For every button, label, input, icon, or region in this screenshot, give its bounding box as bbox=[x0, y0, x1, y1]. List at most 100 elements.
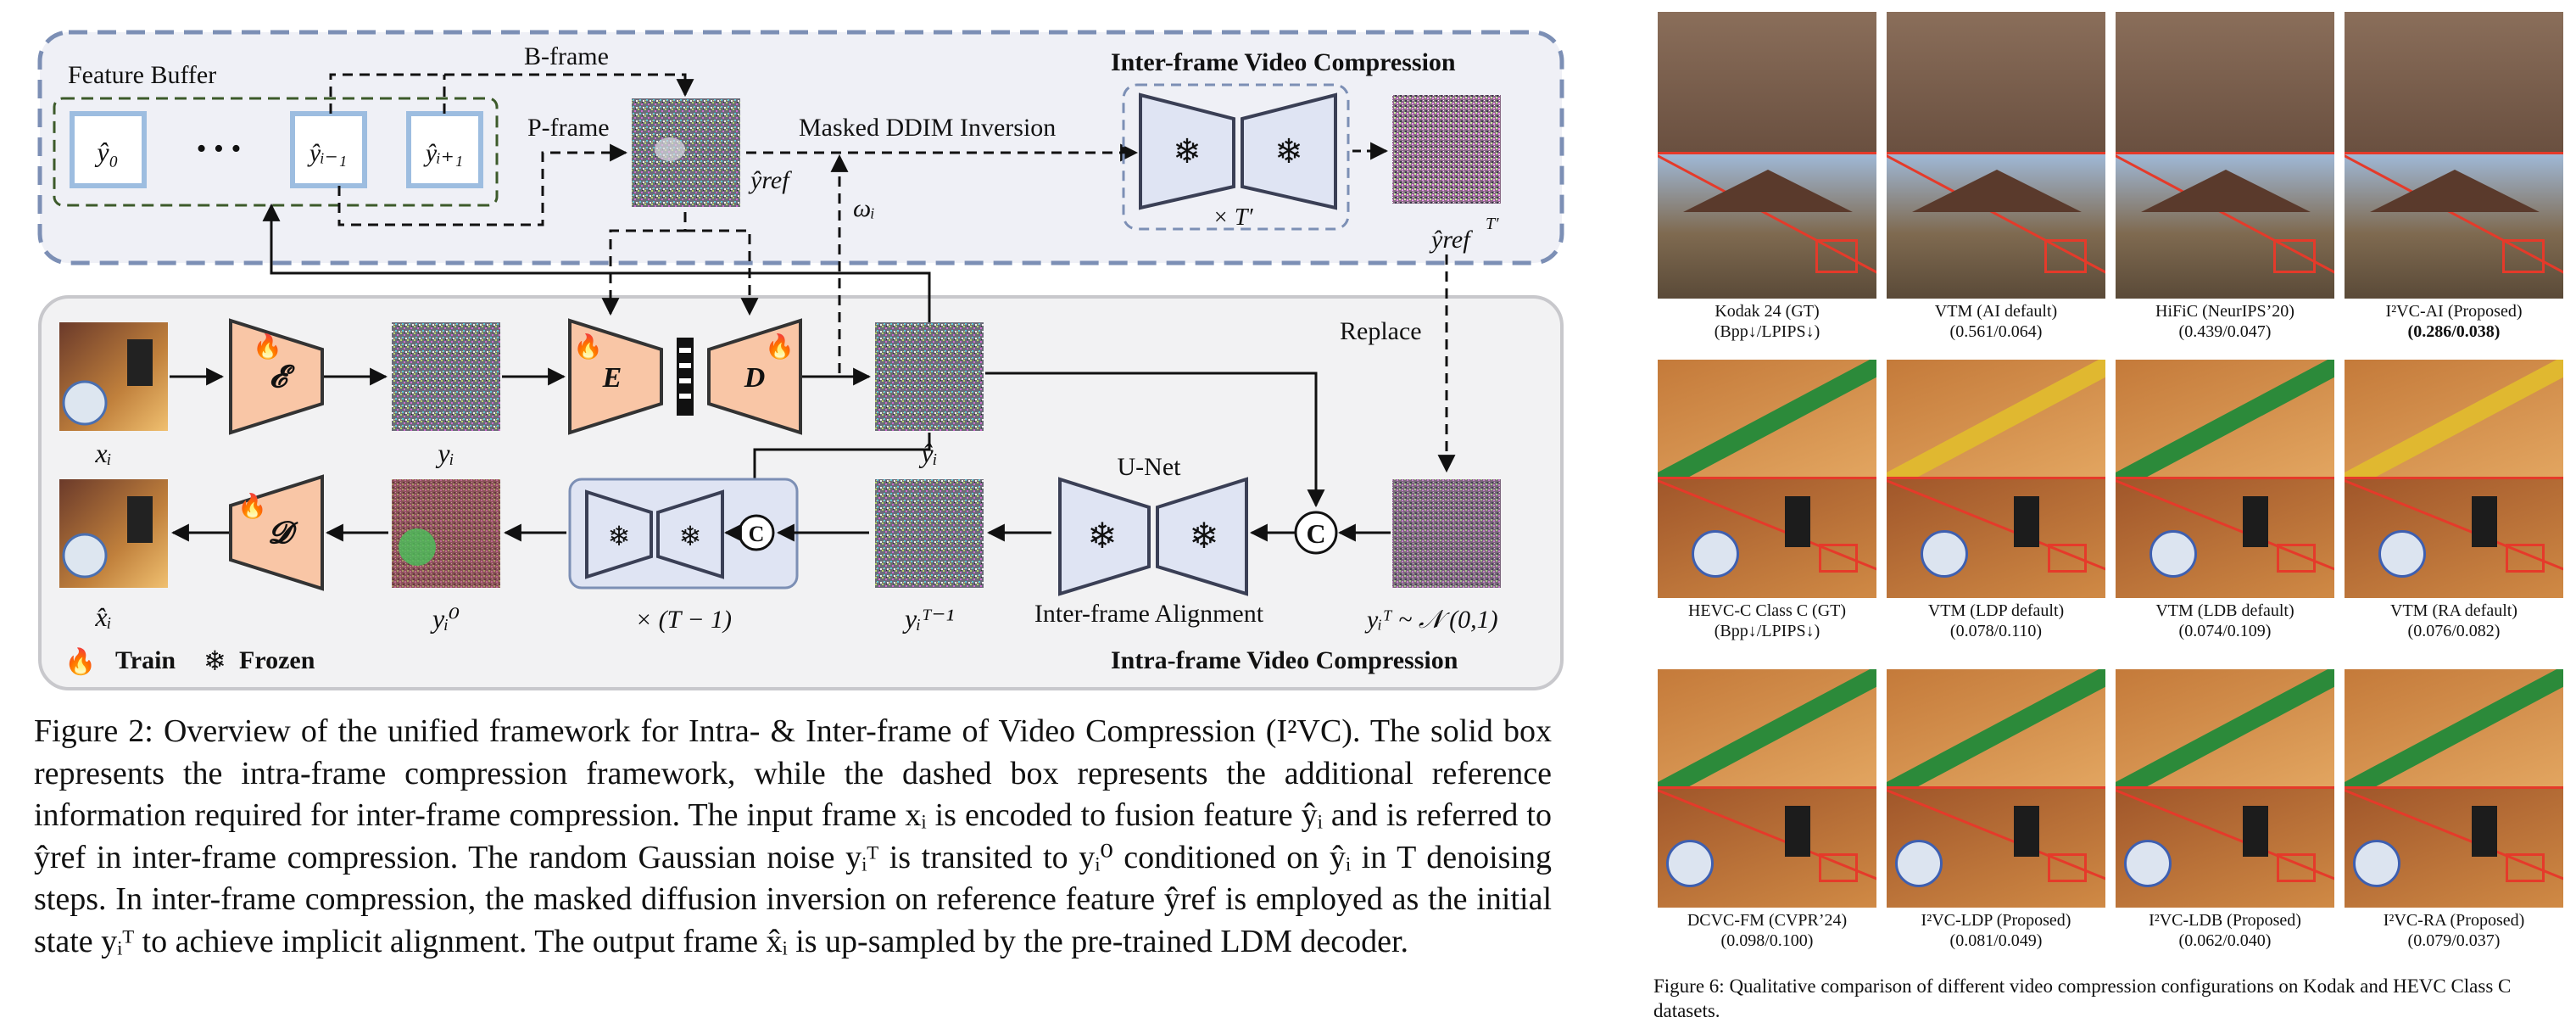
times-t1-label: × (T − 1) bbox=[635, 606, 732, 634]
method-label: I²VC-RA (Proposed) bbox=[2383, 911, 2525, 930]
zoom-region-box bbox=[1819, 544, 1858, 573]
metric-label: (0.081/0.049) bbox=[1949, 931, 2043, 950]
court-line bbox=[2116, 669, 2334, 786]
xhat-i-label: x̂ᵢ bbox=[94, 601, 111, 632]
house-roof bbox=[2370, 170, 2540, 212]
method-label: I²VC-AI (Proposed) bbox=[2385, 302, 2523, 321]
yhat-i-image bbox=[875, 322, 984, 431]
player bbox=[2472, 496, 2497, 547]
zoom-region-box bbox=[1819, 853, 1858, 882]
y-iT1-label: yᵢᵀ⁻¹ bbox=[902, 603, 954, 634]
y-i-image bbox=[392, 322, 500, 431]
yhat-to-buffer bbox=[262, 203, 931, 322]
intra-frame-title: Intra-frame Video Compression bbox=[1111, 646, 1458, 674]
inter-alignment-label: Inter-frame Alignment bbox=[1034, 600, 1264, 628]
full-frame-image bbox=[1658, 477, 1876, 598]
buffer-y0-box bbox=[70, 111, 147, 188]
y-ref-tprime-label: ŷref bbox=[1429, 226, 1473, 254]
inter-frame-panel bbox=[37, 30, 1564, 265]
fire-icon: 🔥 bbox=[573, 333, 603, 361]
y-ref-to-D bbox=[685, 229, 759, 316]
metric-label: (0.078/0.110) bbox=[1949, 622, 2043, 640]
zoom-crop-image bbox=[2116, 12, 2334, 152]
method-label: VTM (LDB default) bbox=[2155, 601, 2294, 620]
y-ref-to-E bbox=[601, 212, 687, 316]
metric-label: (0.098/0.100) bbox=[1720, 931, 1814, 950]
fire-icon: 🔥 bbox=[765, 333, 795, 361]
bitstream-bit bbox=[679, 378, 691, 383]
player bbox=[2014, 806, 2039, 857]
y-iT-label: yᵢᵀ ~ 𝒩 (0,1) bbox=[1364, 606, 1498, 634]
player bbox=[127, 496, 153, 543]
court-line bbox=[1887, 360, 2105, 477]
ball bbox=[1921, 530, 1968, 578]
ball bbox=[2149, 530, 2197, 578]
player bbox=[1785, 806, 1810, 857]
player bbox=[2243, 806, 2268, 857]
method-label: HiFiC (NeurIPS’20) bbox=[2155, 302, 2294, 321]
zoom-crop-image bbox=[2345, 360, 2563, 477]
y-ref-tprime-image bbox=[1392, 95, 1501, 204]
court-line bbox=[2345, 669, 2563, 786]
concat-left-label: C bbox=[749, 522, 765, 546]
full-frame-image bbox=[2116, 477, 2334, 598]
zoom-crop-image bbox=[1658, 360, 1876, 477]
figure2-caption-text: Overview of the unified framework for In… bbox=[34, 713, 1552, 959]
y-ref-tprime-sup: T′ bbox=[1486, 215, 1499, 233]
player bbox=[2243, 496, 2268, 547]
metric-label: (0.079/0.037) bbox=[2407, 931, 2501, 950]
masked-ddim-label: Masked DDIM Inversion bbox=[799, 114, 1056, 142]
zoom-region-box bbox=[2273, 239, 2316, 273]
full-frame-image bbox=[2345, 152, 2563, 299]
zoom-region-box bbox=[2506, 853, 2545, 882]
metric-label: (0.561/0.064) bbox=[1949, 322, 2043, 341]
snowflake-icon: ❄ bbox=[1087, 517, 1117, 556]
zoom-region-box bbox=[2277, 544, 2316, 573]
player bbox=[2014, 496, 2039, 547]
ball bbox=[1895, 840, 1943, 887]
full-frame-image bbox=[2116, 152, 2334, 299]
yhat-i-label: ŷᵢ bbox=[918, 438, 937, 468]
court-line bbox=[1887, 669, 2105, 786]
feature-buffer-label: Feature Buffer bbox=[68, 61, 216, 89]
fire-icon: 🔥 bbox=[64, 646, 96, 676]
y-i-label: yᵢ bbox=[435, 438, 454, 468]
zoom-crop-image bbox=[2345, 669, 2563, 786]
b-frame-arrow bbox=[329, 73, 694, 114]
court-line bbox=[2116, 360, 2334, 477]
y-ref-label: ŷref bbox=[748, 166, 792, 194]
p-frame-label: P-frame bbox=[527, 114, 610, 142]
court-line bbox=[1658, 669, 1876, 786]
metric-label: (0.076/0.082) bbox=[2407, 622, 2501, 640]
zoom-crop-image bbox=[1658, 669, 1876, 786]
full-frame-image bbox=[2116, 786, 2334, 908]
zoom-crop-image bbox=[1887, 360, 2105, 477]
ball bbox=[1692, 530, 1739, 578]
y-iT1-image bbox=[875, 479, 984, 588]
ball bbox=[1666, 840, 1714, 887]
yhat-to-concat-right bbox=[985, 372, 1325, 508]
bitstream-bit bbox=[679, 394, 691, 399]
dec-D-label: D bbox=[744, 362, 766, 394]
b-frame-label: B-frame bbox=[524, 42, 609, 70]
buffer-dots: • • • bbox=[197, 133, 242, 165]
zoom-region-box bbox=[2502, 239, 2545, 273]
method-label: VTM (AI default) bbox=[1934, 302, 2058, 321]
zoom-crop-image bbox=[1887, 669, 2105, 786]
method-label: VTM (LDP default) bbox=[1927, 601, 2065, 620]
enc-E-label: E bbox=[602, 362, 622, 394]
court-line bbox=[2345, 360, 2563, 477]
figure2-caption-label: Figure 2: bbox=[34, 713, 153, 749]
snowflake-icon: ❄ bbox=[1274, 132, 1303, 170]
player bbox=[127, 339, 153, 386]
zoom-region-box bbox=[1815, 239, 1858, 273]
encoder-script-E bbox=[229, 318, 324, 435]
zoom-crop-image bbox=[2116, 360, 2334, 477]
y-i0-label: yᵢ⁰ bbox=[430, 603, 460, 634]
snowflake-icon: ❄ bbox=[679, 521, 702, 551]
ball bbox=[62, 380, 108, 426]
y-ref-image bbox=[632, 98, 740, 207]
full-frame-image bbox=[2345, 477, 2563, 598]
big-unet-decoder bbox=[1156, 477, 1248, 596]
metric-label: (0.286/0.038) bbox=[2407, 322, 2501, 341]
